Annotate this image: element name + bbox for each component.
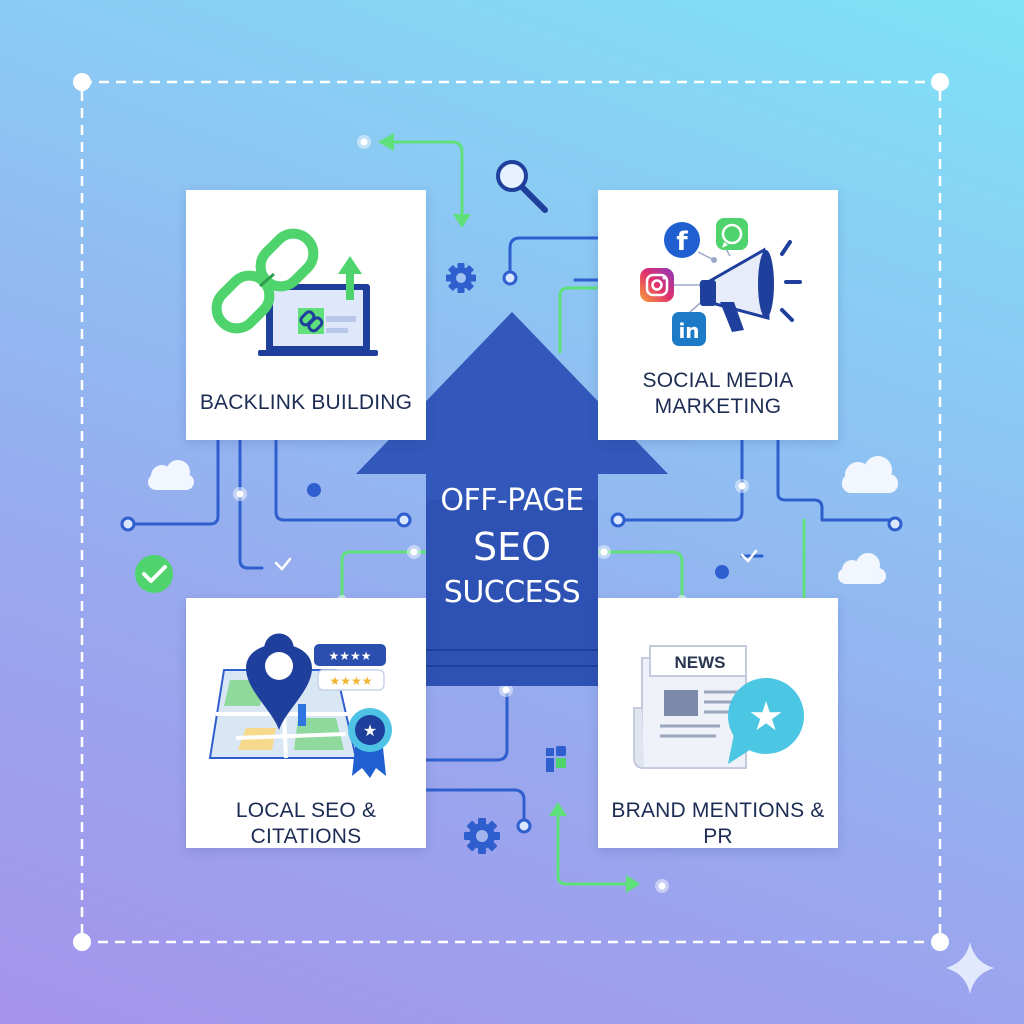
frame-corner-dot (73, 73, 91, 91)
card-label-brand-mentions: BRAND MENTIONS & PR (611, 799, 825, 848)
small-check-mark (740, 549, 758, 563)
center-title: OFF-PAGE SEO SUCCESS (426, 478, 598, 616)
award-ribbon-icon: ★ (348, 708, 392, 778)
center-title-line-2: SEO (472, 525, 552, 569)
newspaper-icon (633, 645, 747, 769)
svg-text:★★★★: ★★★★ (329, 674, 372, 688)
link-icon (211, 228, 378, 356)
center-title-line-1: OFF-PAGE (440, 483, 584, 518)
gear-icon (464, 818, 500, 854)
dashed-frame (80, 80, 942, 944)
card-label-backlink-building: BACKLINK BUILDING (199, 391, 413, 414)
growth-arrow (356, 312, 668, 686)
card-label-social-line-1: SOCIAL MEDIA (642, 369, 794, 392)
green-connector-lines (340, 140, 806, 886)
small-check-mark (274, 557, 292, 571)
center-title-line-3: SUCCESS (443, 575, 581, 610)
svg-text:f: f (676, 227, 688, 257)
cloud-icon (838, 553, 886, 584)
search-icon (496, 160, 548, 213)
instagram-icon (640, 268, 674, 302)
svg-text:★: ★ (748, 694, 784, 740)
megaphone-icon (700, 240, 802, 332)
gear-icon (446, 263, 476, 293)
card-label-social-line-2: MARKETING (654, 395, 782, 418)
svg-text:★★★★: ★★★★ (328, 649, 371, 663)
rating-badge: ★★★★ ★★★★ (314, 644, 386, 691)
card-backlink-building: BACKLINK BUILDING (186, 190, 426, 440)
glow-dots (233, 135, 749, 893)
news-text: NEWS (675, 653, 726, 672)
people-icon (546, 746, 566, 772)
location-pin-icon (246, 633, 312, 730)
card-brand-mentions-pr: NEWS ★ BRAND MENTIONS & PR (598, 598, 838, 848)
sparkle-icon (946, 942, 994, 994)
whatsapp-icon (716, 218, 748, 250)
cloud-icon (148, 460, 194, 490)
card-label-local-seo: LOCAL SEO & CITATIONS (235, 799, 377, 848)
cloud-icon (842, 456, 898, 493)
card-local-seo-citations: ★★★★ ★★★★ ★ LOCAL SEO & CITATIONS (186, 598, 426, 848)
circuit-nodes (120, 270, 903, 834)
frame-corner-dot (73, 933, 91, 951)
check-icon (135, 555, 173, 593)
card-social-media-marketing: f (598, 190, 838, 440)
circuit-lines (126, 236, 897, 828)
frame-corner-dot (931, 933, 949, 951)
star-bubble-icon: ★ (728, 678, 804, 764)
green-arrowheads (378, 133, 640, 893)
svg-text:★: ★ (363, 721, 377, 740)
frame-corner-dot (931, 73, 949, 91)
linkedin-icon: in (672, 312, 706, 346)
facebook-icon: f (664, 222, 700, 258)
svg-text:in: in (678, 319, 699, 343)
